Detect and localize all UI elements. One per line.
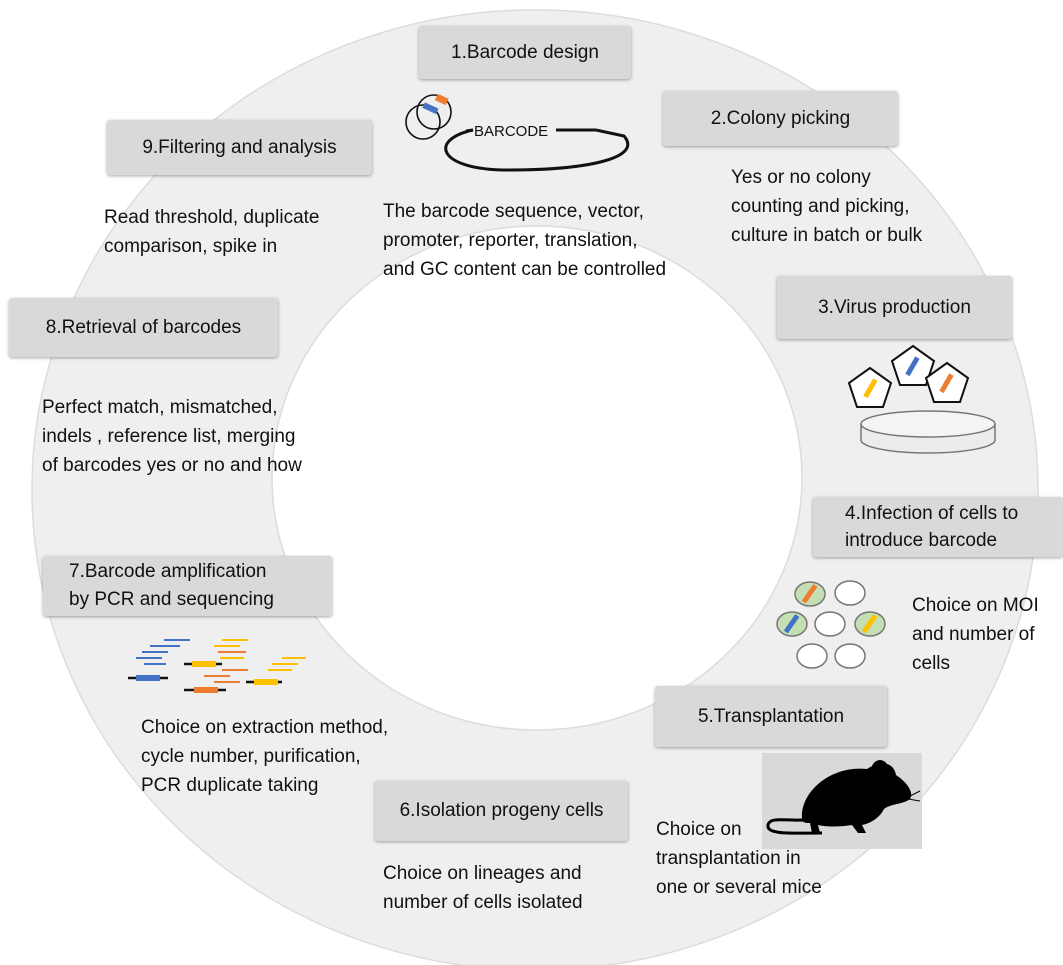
vector-barcode-label: BARCODE (474, 123, 548, 140)
step-5-description: Choice on transplantation in one or seve… (656, 819, 822, 898)
step-4-box: 4.Infection of cells to introduce barcod… (813, 497, 1063, 557)
step-9-title: 9.Filtering and analysis (142, 136, 337, 158)
step-3-title: 3.Virus production (818, 296, 971, 318)
vector-backbone (444, 128, 630, 172)
amplicon-barcode-yellow (192, 661, 216, 667)
step-8-box: 8.Retrieval of barcodes (9, 298, 278, 357)
mouse-whisker (907, 798, 921, 802)
step-2-box: 2.Colony picking (663, 91, 898, 146)
mouse-tail (766, 817, 823, 835)
step-1-title: 1.Barcode design (451, 41, 599, 63)
infected-cells-illustration (776, 580, 886, 669)
plasmid-circle (416, 94, 452, 130)
step-7-description: Choice on extraction method, cycle numbe… (141, 717, 389, 796)
step-6-box: 6.Isolation progeny cells (375, 781, 628, 841)
amplicon-barcode-blue (136, 675, 160, 681)
step-9-box: 9.Filtering and analysis (107, 120, 372, 175)
mouse-whisker (907, 790, 921, 798)
step-3-box: 3.Virus production (777, 276, 1012, 339)
step-7-box: 7.Barcode amplification by PCR and seque… (43, 556, 332, 616)
step-9-description: Read threshold, duplicate comparison, sp… (104, 207, 320, 257)
step-7-title: 7.Barcode amplification by PCR and seque… (69, 561, 274, 610)
step-8-title: 8.Retrieval of barcodes (45, 316, 242, 338)
step-4-description: Choice on MOI and number of cells (912, 595, 1039, 674)
mouse-illustration (762, 753, 922, 849)
amplicon-barcode-orange (194, 687, 218, 693)
plasmid-barcode-blue (422, 102, 439, 115)
uninfected-cell (814, 611, 846, 637)
step-5-title: 5.Transplantation (697, 705, 845, 727)
amplicon-barcode-yellow (254, 679, 278, 685)
step-8-description: Perfect match, mismatched, indels , refe… (42, 397, 302, 476)
step-2-description: Yes or no colony counting and picking, c… (731, 167, 923, 246)
virus-barcode-orange (939, 373, 954, 394)
step-1-description: The barcode sequence, vector, promoter, … (383, 201, 667, 280)
uninfected-cell (834, 643, 866, 669)
step-6-description: Choice on lineages and number of cells i… (383, 863, 583, 913)
cell-barcode-orange (801, 584, 818, 604)
step-2-title: 2.Colony picking (710, 107, 851, 129)
uninfected-cell (796, 643, 828, 669)
virus-barcode-blue (905, 356, 920, 377)
plasmid-circle (405, 104, 441, 140)
virus-production-illustration (847, 344, 996, 454)
virus-barcode-yellow (863, 378, 878, 399)
mouse-ear (871, 760, 889, 782)
barcode-vector-illustration: BARCODE (405, 93, 630, 172)
plasmid-barcode-orange (434, 93, 449, 106)
step-6-title: 6.Isolation progeny cells (399, 800, 604, 821)
step-1-box: 1.Barcode design (419, 26, 631, 79)
vector-backbone-segment (465, 128, 474, 133)
pcr-reads-illustration (128, 639, 306, 693)
cell-barcode-yellow (861, 614, 878, 634)
culture-dish-top (860, 410, 996, 438)
step-4-title: 4.Infection of cells to introduce barcod… (845, 503, 1019, 551)
step-5-box: 5.Transplantation (655, 686, 887, 747)
cell-barcode-blue (783, 614, 800, 634)
uninfected-cell (834, 580, 866, 606)
